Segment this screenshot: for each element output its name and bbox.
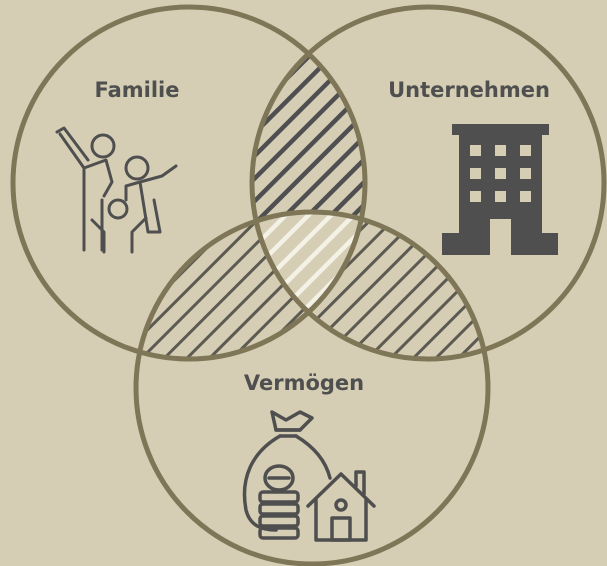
circle-unternehmen [249, 4, 607, 362]
circle-vermoegen [133, 209, 491, 566]
label-vermoegen: Vermögen [243, 371, 365, 395]
family-icon [55, 126, 178, 254]
money-bag-coins-house-icon [242, 410, 376, 542]
label-unternehmen: Unternehmen [388, 78, 550, 102]
label-familie: Familie [94, 78, 180, 102]
office-building-icon [442, 124, 558, 255]
circle-familie [10, 4, 368, 362]
